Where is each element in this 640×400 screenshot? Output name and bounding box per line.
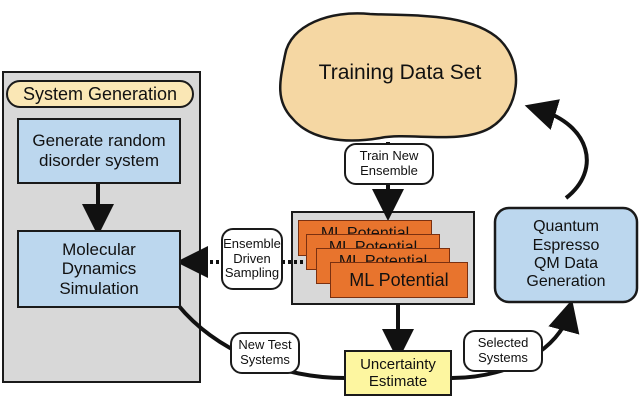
- training-data-label: Training Data Set: [318, 60, 482, 84]
- quantum-box-shape: [493, 206, 639, 304]
- new-test-systems-label: New Test Systems: [230, 332, 300, 374]
- molecular-dynamics-box: Molecular Dynamics Simulation: [17, 230, 181, 308]
- system-generation-title: System Generation: [6, 80, 194, 108]
- quantum-espresso-label: Quantum Espresso QM Data Generation: [526, 218, 606, 291]
- ensemble-driven-sampling-label: Ensemble Driven Sampling: [221, 228, 283, 290]
- generate-random-box: Generate random disorder system: [17, 118, 181, 184]
- train-new-ensemble-label: Train New Ensemble: [344, 143, 434, 185]
- ml-potential-front: ML Potential: [330, 262, 468, 298]
- training-data-blob: [279, 12, 518, 142]
- arrow-quantum-to-blob: [524, 99, 589, 200]
- selected-systems-label: Selected Systems: [463, 330, 543, 372]
- uncertainty-estimate-box: Uncertainty Estimate: [344, 350, 452, 396]
